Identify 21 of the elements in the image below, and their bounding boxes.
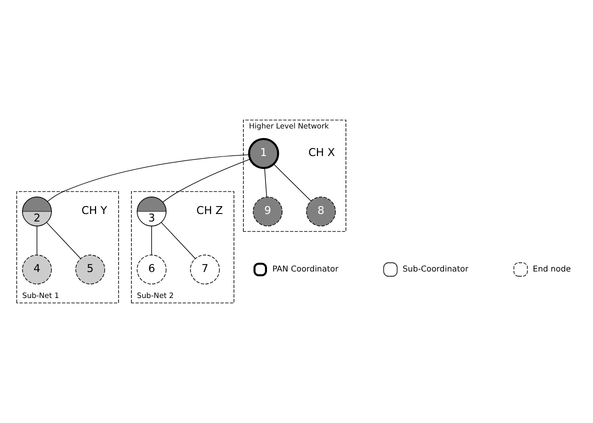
connector xyxy=(46,222,81,259)
node-circle: 7 xyxy=(190,254,220,284)
node-circle: 9 xyxy=(252,196,282,226)
connector xyxy=(47,154,250,202)
node-circle: 1 xyxy=(248,138,280,169)
legend-label: PAN Coordinator xyxy=(272,264,338,274)
legend-label: End node xyxy=(532,264,571,274)
node-circle: 6 xyxy=(136,254,166,284)
connector xyxy=(273,164,312,202)
connector xyxy=(264,168,267,198)
connector xyxy=(161,222,196,259)
node-circle: 4 xyxy=(22,254,52,284)
node-label: CH X xyxy=(308,146,335,160)
node-label: CH Z xyxy=(196,204,223,218)
node-circle: 5 xyxy=(75,254,106,284)
connector xyxy=(162,158,250,202)
connector xyxy=(151,226,152,256)
connector xyxy=(36,226,38,256)
legend-label: Sub-Coordinator xyxy=(402,264,468,274)
node-circle: 8 xyxy=(306,196,336,226)
node-label: CH Y xyxy=(81,204,108,218)
